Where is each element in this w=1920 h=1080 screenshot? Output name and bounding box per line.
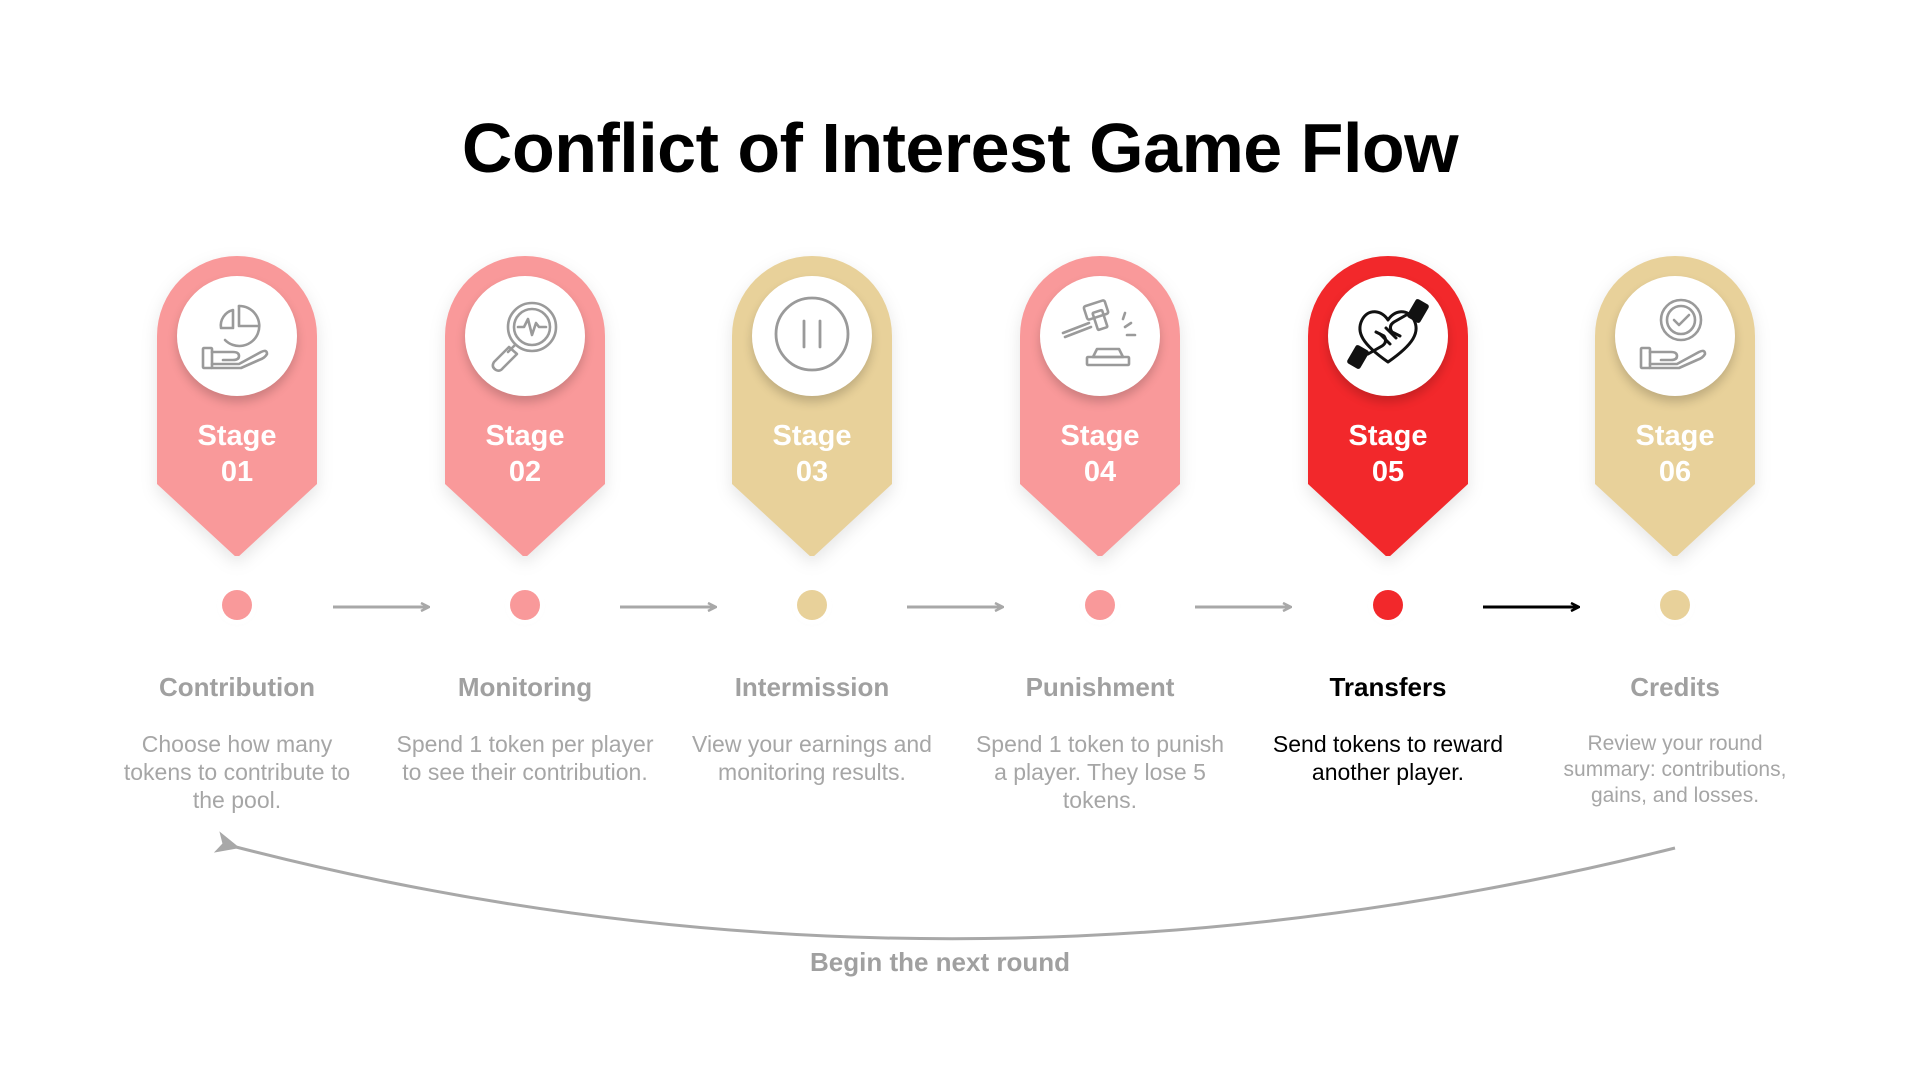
page-title: Conflict of Interest Game Flow bbox=[461, 109, 1459, 187]
timeline-dot-06 bbox=[1660, 590, 1690, 620]
step-title: Intermission bbox=[734, 672, 890, 702]
stage-label-number: 06 bbox=[1658, 456, 1692, 488]
timeline-dot-02 bbox=[510, 590, 540, 620]
step-title: Punishment bbox=[1025, 672, 1175, 702]
step-description: Spend 1 token per player to see their co… bbox=[396, 731, 654, 785]
icon-badge bbox=[465, 276, 585, 396]
step-description: Send tokens to reward another player. bbox=[1272, 731, 1504, 785]
hand-checkmark-icon bbox=[1633, 292, 1717, 381]
loop-arrow bbox=[213, 831, 1676, 941]
stage-marker-04: Stage 04 bbox=[1020, 256, 1180, 556]
stage-label-number: 03 bbox=[795, 456, 829, 488]
stage-marker-01: Stage 01 bbox=[157, 256, 317, 556]
timeline-dot-04 bbox=[1085, 590, 1115, 620]
step-description: View your earnings and monitoring result… bbox=[692, 731, 932, 785]
stage-label-word: Stage bbox=[1060, 420, 1140, 452]
icon-badge bbox=[752, 276, 872, 396]
stage-label-word: Stage bbox=[1348, 420, 1428, 452]
icon-badge bbox=[1040, 276, 1160, 396]
step-title: Monitoring bbox=[457, 672, 593, 702]
stage-label-number: 02 bbox=[508, 456, 542, 488]
stage-marker-06: Stage 06 bbox=[1595, 256, 1755, 556]
step-description: Choose how many tokens to contribute to … bbox=[123, 731, 351, 813]
step-description: Review your round summary: contributions… bbox=[1563, 732, 1787, 807]
gavel-icon bbox=[1055, 289, 1145, 384]
loop-label: Begin the next round bbox=[810, 947, 1070, 977]
stage-label-word: Stage bbox=[1635, 420, 1715, 452]
icon-badge bbox=[1615, 276, 1735, 396]
stage-marker-02: Stage 02 bbox=[445, 256, 605, 556]
stage-label-word: Stage bbox=[772, 420, 852, 452]
stage-label-number: 04 bbox=[1083, 456, 1117, 488]
icon-badge bbox=[1328, 276, 1448, 396]
timeline-dot-05 bbox=[1373, 590, 1403, 620]
step-title: Transfers bbox=[1329, 672, 1447, 702]
hand-pie-chart-icon bbox=[195, 292, 279, 381]
stage-marker-05: Stage 05 bbox=[1308, 256, 1468, 556]
heart-handshake-icon bbox=[1342, 288, 1434, 385]
icon-badge bbox=[177, 276, 297, 396]
step-description: Spend 1 token to punish a player. They l… bbox=[975, 731, 1225, 813]
stage-label-word: Stage bbox=[197, 420, 277, 452]
stage-label-number: 01 bbox=[220, 456, 254, 488]
stage-label-number: 05 bbox=[1371, 456, 1405, 488]
stage-label-word: Stage bbox=[485, 420, 565, 452]
step-title: Credits bbox=[1630, 672, 1720, 702]
pause-icon bbox=[769, 291, 855, 382]
magnifier-pulse-icon bbox=[482, 291, 568, 382]
timeline-dot-03 bbox=[797, 590, 827, 620]
stage-marker-03: Stage 03 bbox=[732, 256, 892, 556]
timeline-dot-01 bbox=[222, 590, 252, 620]
step-title: Contribution bbox=[159, 672, 315, 702]
